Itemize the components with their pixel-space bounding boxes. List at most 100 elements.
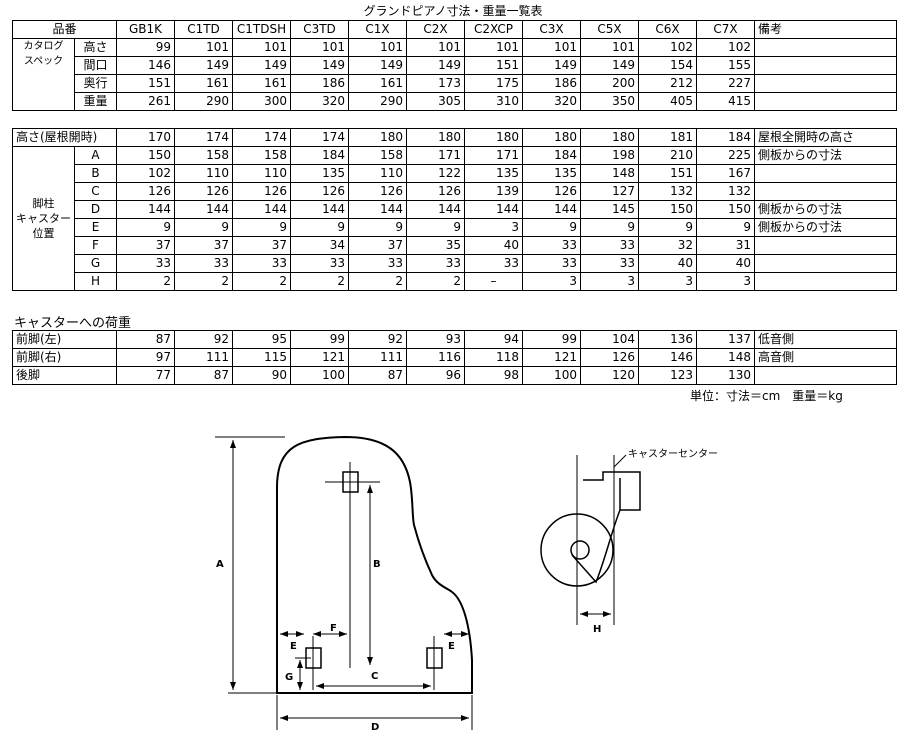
load-section-title: キャスターへの荷重 (14, 316, 132, 331)
table-cell: 2 (232, 272, 291, 291)
table-cell: 96 (406, 366, 465, 385)
table-cell: 132 (696, 182, 755, 201)
table-cell: 180 (464, 128, 523, 147)
table-cell: 150 (116, 146, 175, 165)
caster-center-label: キャスターセンター (628, 448, 718, 460)
table-cell: 126 (522, 182, 581, 201)
table-cell: 210 (638, 146, 697, 165)
table-cell: 320 (522, 92, 581, 111)
leg-group-line3: 位置 (32, 227, 55, 240)
table-cell: 300 (232, 92, 291, 111)
table-cell: 77 (116, 366, 175, 385)
dim-label-e-left: E (290, 641, 297, 652)
note-cell (754, 272, 897, 291)
table-cell: 180 (522, 128, 581, 147)
dim-label-e-right: E (448, 641, 455, 652)
table-cell: 171 (464, 146, 523, 165)
table-cell: 101 (174, 38, 233, 57)
dim-label-g: G (285, 672, 293, 683)
table-cell: 122 (406, 164, 465, 183)
leg-group-label: 脚柱キャスター位置 (12, 146, 75, 291)
note-cell (754, 366, 897, 385)
spec-group-label: カタログスペック (12, 38, 75, 111)
table-cell: 90 (232, 366, 291, 385)
table-cell: 181 (638, 128, 697, 147)
table-cell: 175 (464, 74, 523, 93)
spec-row-label: 間口 (74, 56, 117, 75)
model-header: GB1K (116, 20, 175, 39)
table-cell: 126 (232, 182, 291, 201)
table-cell: 144 (116, 200, 175, 219)
model-header: C1X (348, 20, 407, 39)
table-cell: 126 (116, 182, 175, 201)
page-title: グランドピアノ寸法・重量一覧表 (363, 4, 543, 18)
table-cell: 405 (638, 92, 697, 111)
table-cell: 170 (116, 128, 175, 147)
spec-group-line2: スペック (23, 56, 64, 67)
table-cell: 320 (290, 92, 349, 111)
table-cell: 121 (290, 348, 349, 367)
dim-label-f: F (330, 623, 337, 634)
table-cell: 184 (290, 146, 349, 165)
table-cell: 144 (348, 200, 407, 219)
table-cell: 3 (522, 272, 581, 291)
dim-label-h: H (593, 624, 601, 635)
table-cell: 225 (696, 146, 755, 165)
table-cell: 31 (696, 236, 755, 255)
spec-group-line1: カタログ (23, 41, 64, 52)
note-cell (754, 92, 897, 111)
table-cell: 150 (638, 200, 697, 219)
table-cell: 111 (174, 348, 233, 367)
piano-outline (276, 435, 473, 694)
spec-row-label: 重量 (74, 92, 117, 111)
table-cell: 102 (638, 38, 697, 57)
dim-label-a: A (216, 559, 224, 570)
table-cell: 101 (522, 38, 581, 57)
table-cell: 158 (348, 146, 407, 165)
table-cell: 100 (290, 366, 349, 385)
dim-label-d: D (371, 722, 379, 733)
caster-axle (570, 540, 590, 560)
unit-note: 単位：寸法＝cm 重量＝kg (690, 389, 843, 403)
table-cell: 100 (522, 366, 581, 385)
model-header: C2XCP (464, 20, 523, 39)
table-cell: 116 (406, 348, 465, 367)
table-cell: 3 (696, 272, 755, 291)
note-cell: 屋根全開時の高さ (754, 128, 897, 147)
note-cell: 低音側 (754, 330, 897, 349)
table-cell: 110 (232, 164, 291, 183)
table-cell: 33 (348, 254, 407, 273)
table-cell: 87 (348, 366, 407, 385)
table-cell: 290 (174, 92, 233, 111)
table-cell: 2 (290, 272, 349, 291)
table-cell: 101 (348, 38, 407, 57)
table-cell: 98 (464, 366, 523, 385)
table-cell: 180 (348, 128, 407, 147)
leg-row-label: H (74, 272, 117, 291)
table-cell: 118 (464, 348, 523, 367)
table-cell: 101 (580, 38, 639, 57)
table-cell: 40 (638, 254, 697, 273)
table-cell: 290 (348, 92, 407, 111)
table-cell: 149 (406, 56, 465, 75)
table-cell: 87 (116, 330, 175, 349)
table-cell: 261 (116, 92, 175, 111)
table-cell: 198 (580, 146, 639, 165)
caster-bracket (571, 471, 641, 584)
